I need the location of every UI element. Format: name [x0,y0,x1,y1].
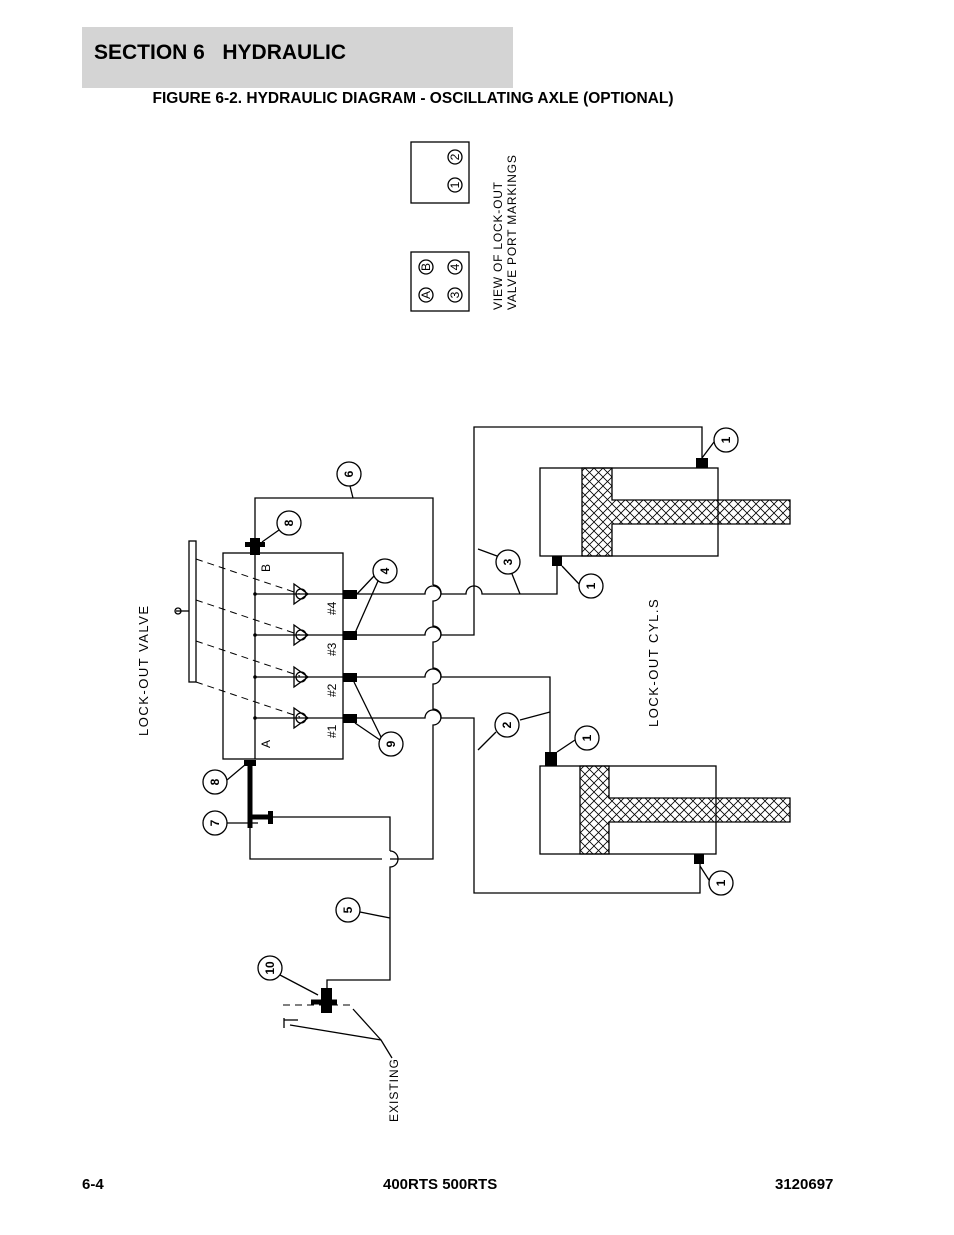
callout-3: 3 [477,548,521,595]
svg-text:7: 7 [208,819,222,826]
callout-1-bottom-right: 1 [699,865,734,896]
existing-label: EXISTING [387,1058,401,1122]
callout-4: 4 [354,558,398,634]
port-mark-a: A [419,291,433,299]
check-valve-1 [253,706,345,730]
svg-text:1: 1 [719,436,733,443]
callout-1-bottom-left: 1 [556,725,600,753]
callout-1-top-left: 1 [561,565,604,599]
page-number: 6-4 [82,1176,104,1193]
valve-port-3: #3 [325,642,339,656]
existing-tee [283,988,354,1028]
svg-text:1: 1 [714,879,728,886]
check-valve-3 [253,623,345,647]
lockout-cylinder-top [539,458,791,566]
callout-7: 7 [202,810,258,836]
document-number: 3120697 [775,1176,834,1193]
lockout-valve: A B #1 #2 #3 #4 [174,540,345,760]
callout-8-bottom: 8 [202,763,247,795]
port-mark-2: 2 [448,153,462,160]
svg-text:9: 9 [384,740,398,747]
port-view-caption-2: VALVE PORT MARKINGS [505,154,519,310]
valve-port-a: A [259,740,273,748]
port-mark-3: 3 [448,291,462,298]
existing-leaders [289,1008,393,1059]
callout-1-top-right: 1 [701,427,739,459]
svg-text:8: 8 [282,519,296,526]
check-valve-2 [253,665,345,689]
figure-title: FIGURE 6-2. HYDRAULIC DIAGRAM - OSCILLAT… [152,90,674,107]
valve-port-2: #2 [325,683,339,697]
svg-text:4: 4 [378,567,392,574]
port-mark-4: 4 [448,263,462,270]
hose-lines [244,426,703,990]
svg-text:6: 6 [342,470,356,477]
callout-8-top: 8 [261,510,302,543]
port-view-caption-1: VIEW OF LOCK-OUT [491,181,505,310]
svg-text:5: 5 [341,906,355,913]
port-view-left: A B 3 4 [410,251,470,312]
valve-port-1: #1 [325,724,339,738]
callout-2: 2 [477,711,551,751]
port-mark-b: B [419,263,433,271]
model-name: 400RTS 500RTS [383,1176,498,1193]
port-mark-1: 1 [448,181,462,188]
lockout-cylinders-label: LOCK-OUT CYL.S [646,598,661,727]
section-title: SECTION 6 HYDRAULIC [94,41,347,64]
section-header-band [82,27,513,88]
callout-5: 5 [335,897,391,923]
valve-port-4: #4 [325,601,339,615]
svg-text:8: 8 [208,778,222,785]
svg-text:1: 1 [580,734,594,741]
callout-6: 6 [336,461,362,499]
check-valve-4 [253,582,345,606]
lockout-valve-label: LOCK-OUT VALVE [136,604,151,736]
valve-port-b: B [259,564,273,572]
callout-10: 10 [257,955,319,996]
svg-text:2: 2 [500,721,514,728]
port-view-right: 1 2 [410,141,470,204]
svg-text:10: 10 [263,961,277,975]
svg-text:3: 3 [501,558,515,565]
port-fittings [245,538,357,723]
lockout-cylinder-bottom [539,752,791,864]
callout-9: 9 [353,681,404,757]
svg-text:1: 1 [584,582,598,589]
